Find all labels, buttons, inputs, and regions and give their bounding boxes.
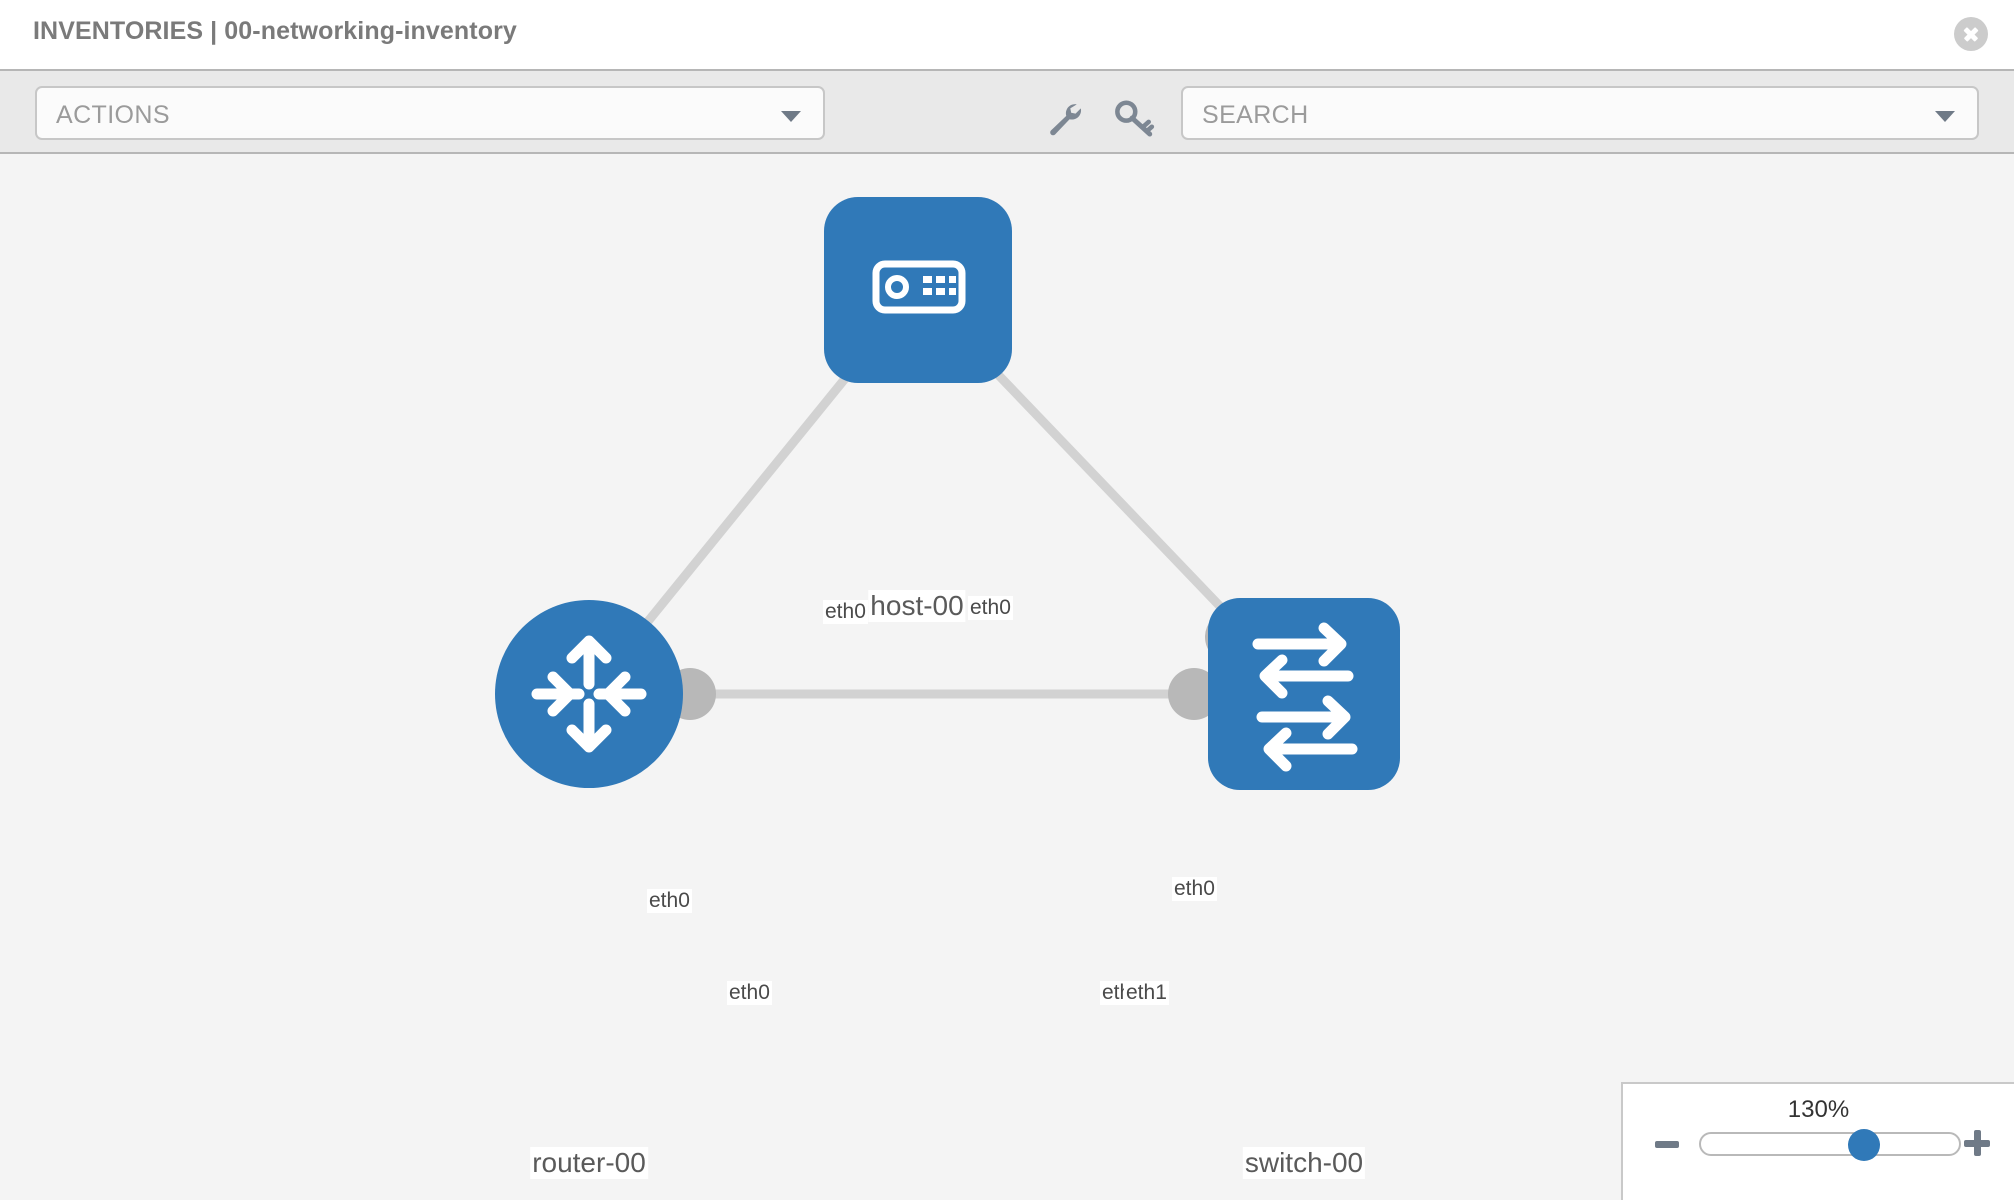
wrench-icon[interactable] bbox=[1043, 97, 1085, 139]
iface-circle[interactable] bbox=[1168, 668, 1220, 720]
actions-dropdown-label: ACTIONS bbox=[56, 101, 170, 129]
zoom-control-panel: 130% bbox=[1621, 1082, 2014, 1200]
zoom-slider-thumb[interactable] bbox=[1847, 1129, 1880, 1161]
node-switch-00[interactable] bbox=[1208, 598, 1400, 790]
node-host-00-shape[interactable] bbox=[824, 197, 1012, 383]
node-host-00[interactable] bbox=[824, 197, 1012, 383]
key-icon[interactable] bbox=[1113, 97, 1155, 139]
iface-label-router00-eth0[interactable]: eth0 bbox=[727, 981, 772, 1005]
search-placeholder: SEARCH bbox=[1202, 101, 1309, 129]
iface-label-host00-left[interactable]: eth0 bbox=[823, 600, 868, 624]
iface-label-host00-right[interactable]: eth0 bbox=[968, 596, 1013, 620]
node-label-host-00[interactable]: host-00 bbox=[868, 590, 966, 622]
server-icon bbox=[872, 260, 966, 314]
router-arrows-icon bbox=[531, 635, 647, 753]
search-input[interactable]: SEARCH bbox=[1181, 86, 1979, 140]
node-router-00-shape[interactable] bbox=[495, 600, 683, 788]
minus-icon[interactable] bbox=[1655, 1141, 1679, 1148]
zoom-slider[interactable] bbox=[1699, 1129, 1961, 1161]
topology-graph bbox=[495, 197, 1400, 790]
actions-dropdown[interactable]: ACTIONS bbox=[35, 86, 825, 140]
iface-label-switch00-uplink[interactable]: eth0 bbox=[1172, 877, 1217, 901]
node-label-router-00[interactable]: router-00 bbox=[530, 1147, 648, 1179]
switch-arrows-icon bbox=[1252, 622, 1358, 772]
chevron-down-icon bbox=[781, 111, 801, 122]
close-icon[interactable] bbox=[1954, 17, 1988, 51]
node-label-switch-00[interactable]: switch-00 bbox=[1242, 1147, 1366, 1179]
zoom-percentage: 130% bbox=[1787, 1096, 1850, 1123]
iface-label-switch00-eth1[interactable]: eth1 bbox=[1124, 981, 1169, 1005]
toolbar: ACTIONS SEARCH bbox=[0, 69, 2014, 154]
chevron-down-icon[interactable] bbox=[1935, 111, 1955, 122]
plus-icon[interactable] bbox=[1964, 1130, 1990, 1156]
node-router-00[interactable] bbox=[495, 600, 683, 788]
page-title: INVENTORIES | 00-networking-inventory bbox=[33, 17, 517, 45]
node-switch-00-shape[interactable] bbox=[1208, 598, 1400, 790]
page-header: INVENTORIES | 00-networking-inventory bbox=[0, 0, 2014, 69]
topology-canvas[interactable]: eth0 eth0 eth0 eth0 eth0 eth0 eth1 host-… bbox=[0, 154, 2014, 1200]
iface-label-router00-uplink[interactable]: eth0 bbox=[647, 889, 692, 913]
